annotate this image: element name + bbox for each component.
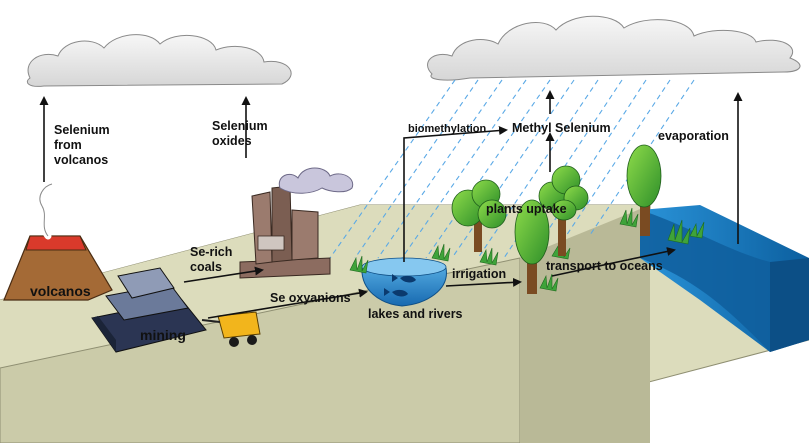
arrow-coals xyxy=(183,266,264,283)
label-evaporation: evaporation xyxy=(658,129,729,143)
cloud-left xyxy=(26,34,292,87)
label-mining: mining xyxy=(140,327,186,343)
arrow-transport xyxy=(551,247,676,277)
label-selenium-oxides: Selenium oxides xyxy=(212,119,271,148)
tree-1 xyxy=(451,179,507,252)
volcano xyxy=(3,180,113,301)
label-transport-to-oceans: transport to oceans xyxy=(546,259,663,273)
tree-2 xyxy=(514,199,550,294)
flow-arrows xyxy=(39,90,743,319)
rain-streaks xyxy=(329,79,695,259)
label-plants-uptake: plants uptake xyxy=(486,202,567,216)
mine-cart xyxy=(201,311,261,347)
label-lakes-and-rivers: lakes and rivers xyxy=(368,307,463,321)
mine xyxy=(91,267,207,353)
tree-4 xyxy=(626,144,662,236)
label-se-rich-coals: Se-rich coals xyxy=(190,245,236,274)
lake xyxy=(361,257,447,307)
label-biomethylation: biomethylation xyxy=(408,123,487,135)
tree-3 xyxy=(538,165,589,256)
arrow-irrigation xyxy=(445,277,522,287)
cloud-right xyxy=(427,15,801,81)
arrow-oxyanions xyxy=(207,288,368,319)
label-irrigation: irrigation xyxy=(452,267,506,281)
arrow-biomethylation xyxy=(403,126,508,262)
label-methyl-selenium: Methyl Selenium xyxy=(512,121,611,135)
label-volcanos: volcanos xyxy=(30,283,91,299)
label-se-oxyanions: Se oxyanions xyxy=(270,291,351,305)
label-selenium-from-volcanos: Selenium from volcanos xyxy=(54,123,113,167)
